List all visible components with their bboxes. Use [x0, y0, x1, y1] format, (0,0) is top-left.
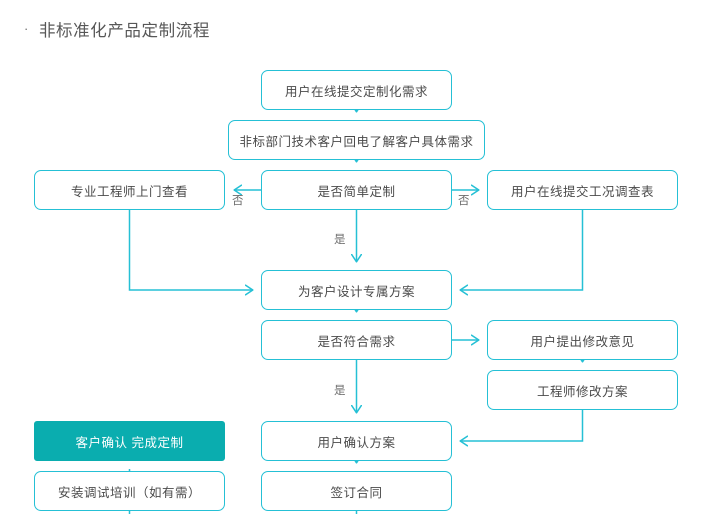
flow-node-label: 是否简单定制	[317, 184, 396, 199]
flow-node-label: 安装调试培训（如有需）	[57, 485, 201, 500]
flow-node-label: 工程师修改方案	[536, 384, 628, 399]
bullet-icon: ·	[24, 21, 29, 36]
flow-node-sign-contract[interactable]: 签订合同	[261, 471, 452, 511]
flow-node-decision-simple-custom[interactable]: 是否简单定制	[261, 170, 452, 210]
flow-node-engineer-revise[interactable]: 工程师修改方案	[487, 370, 678, 410]
flow-node-user-confirm-plan[interactable]: 用户确认方案	[261, 421, 452, 461]
edge-n5-n6	[460, 210, 584, 290]
page-title: · 非标准化产品定制流程	[24, 17, 210, 41]
edge-label-yes-mid: 是	[334, 385, 346, 397]
edge-label-no-right: 否	[458, 195, 470, 207]
flow-node-design-solution[interactable]: 为客户设计专属方案	[261, 270, 452, 310]
flow-node-install-training[interactable]: 安装调试培训（如有需）	[34, 471, 225, 511]
edge-label-no-left: 否	[232, 195, 244, 207]
flow-node-label: 客户确认 完成定制	[75, 435, 184, 450]
flow-node-decision-meets-needs[interactable]: 是否符合需求	[261, 320, 452, 360]
flow-node-label: 用户提出修改意见	[530, 334, 635, 349]
flow-node-label: 用户确认方案	[317, 435, 396, 450]
edge-n4-n6	[128, 210, 254, 290]
flow-node-submit-condition-form[interactable]: 用户在线提交工况调查表	[487, 170, 678, 210]
edge-n9-n10	[460, 410, 584, 441]
flow-node-user-feedback[interactable]: 用户提出修改意见	[487, 320, 678, 360]
flow-node-label: 专业工程师上门查看	[70, 184, 188, 199]
flow-node-label: 非标部门技术客户回电了解客户具体需求	[239, 134, 474, 149]
page-title-text: 非标准化产品定制流程	[38, 22, 210, 40]
flow-node-customer-confirm-complete[interactable]: 客户确认 完成定制	[34, 421, 225, 461]
edge-label-yes-top: 是	[334, 234, 346, 246]
flow-node-callback-understand-needs[interactable]: 非标部门技术客户回电了解客户具体需求	[228, 120, 485, 160]
flow-node-submit-request[interactable]: 用户在线提交定制化需求	[261, 70, 452, 110]
flow-node-label: 用户在线提交定制化需求	[284, 84, 428, 99]
flow-node-label: 签订合同	[330, 485, 383, 500]
flow-node-label: 是否符合需求	[317, 334, 396, 349]
flow-node-engineer-onsite[interactable]: 专业工程师上门查看	[34, 170, 225, 210]
flow-node-label: 用户在线提交工况调查表	[510, 184, 654, 199]
flow-node-label: 为客户设计专属方案	[297, 284, 415, 299]
